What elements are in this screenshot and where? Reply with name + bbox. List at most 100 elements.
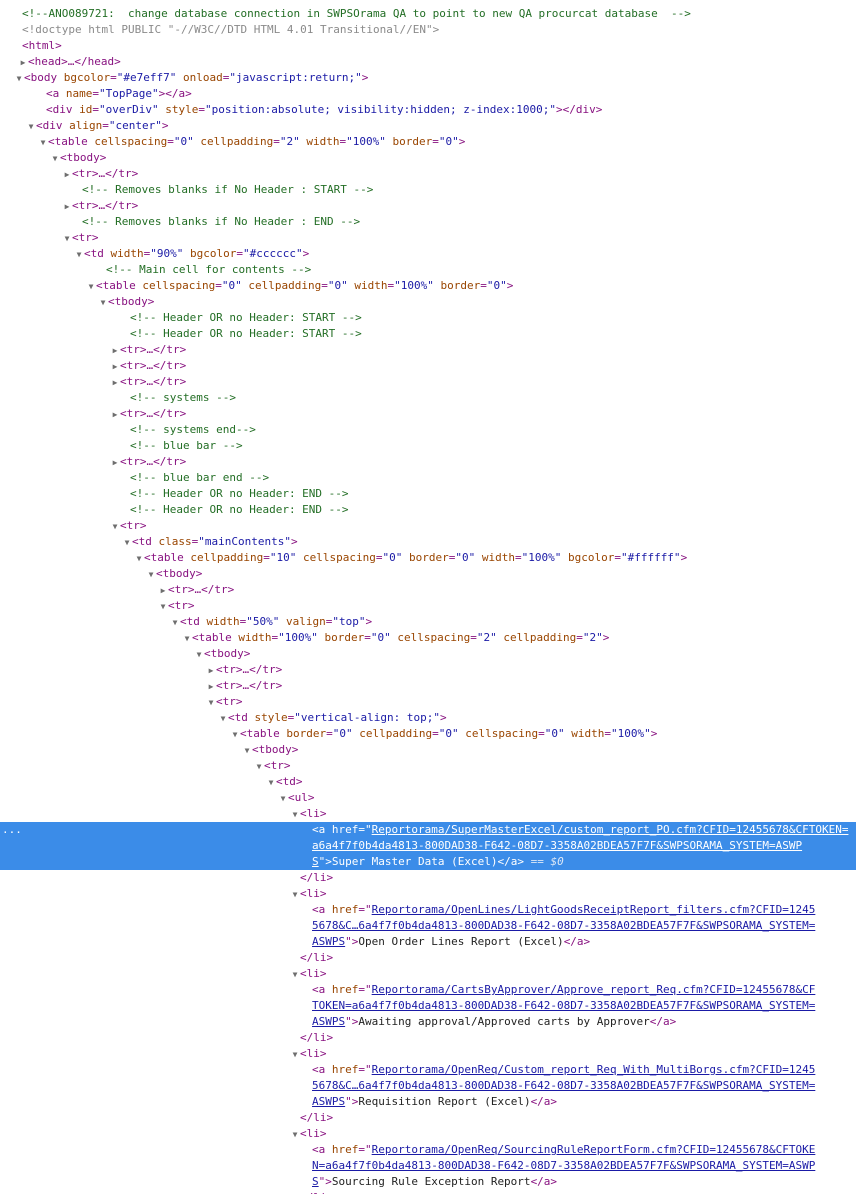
triangle-down-icon[interactable]: ▼: [232, 730, 238, 739]
dom-node-row[interactable]: <a name="TopPage"></a>: [46, 87, 192, 100]
dom-node-row[interactable]: ▼<tr>: [0, 518, 856, 534]
dom-node-row[interactable]: <!-- Main cell for contents -->: [0, 262, 856, 278]
triangle-down-icon[interactable]: ▼: [208, 698, 214, 707]
triangle-down-icon[interactable]: ▼: [292, 1130, 298, 1139]
dom-node-row[interactable]: ▼<td style="vertical-align: top;">: [0, 710, 856, 726]
dom-node-row[interactable]: <a href="Reportorama/OpenLines/LightGood…: [0, 902, 856, 950]
dom-node-row[interactable]: ▼<li>: [0, 1046, 856, 1062]
triangle-down-icon[interactable]: ▼: [268, 778, 274, 787]
dom-node-row[interactable]: ▼<li>: [0, 966, 856, 982]
dom-node-row[interactable]: <!-- systems -->: [0, 390, 856, 406]
dom-node-row[interactable]: <!-- Removes blanks if No Header : END -…: [0, 214, 856, 230]
dom-node-row[interactable]: ▼<td class="mainContents">: [0, 534, 856, 550]
triangle-right-icon[interactable]: ▶: [112, 378, 118, 387]
dom-node-row[interactable]: <!-- Header OR no Header: START -->: [0, 326, 856, 342]
dom-node-row[interactable]: ▼<td width="90%" bgcolor="#cccccc">: [0, 246, 856, 262]
dom-node-row[interactable]: ▼<div align="center">: [0, 118, 856, 134]
triangle-down-icon[interactable]: ▼: [148, 570, 154, 579]
triangle-right-icon[interactable]: ▶: [112, 410, 118, 419]
dom-node-row[interactable]: <a href="Reportorama/CartsByApprover/App…: [0, 982, 856, 1030]
triangle-down-icon[interactable]: ▼: [280, 794, 286, 803]
dom-node-row[interactable]: ▼<td width="50%" valign="top">: [0, 614, 856, 630]
dom-node-row[interactable]: ▼<li>: [0, 806, 856, 822]
triangle-right-icon[interactable]: ▶: [208, 666, 214, 675]
triangle-down-icon[interactable]: ▼: [184, 634, 190, 643]
triangle-down-icon[interactable]: ▼: [292, 890, 298, 899]
dom-node-row[interactable]: <div id="overDiv" style="position:absolu…: [46, 103, 603, 116]
dom-node-row[interactable]: <a href="Reportorama/OpenReq/SourcingRul…: [0, 1142, 856, 1190]
dom-node-row[interactable]: ▼<tbody>: [0, 294, 856, 310]
triangle-down-icon[interactable]: ▼: [76, 250, 82, 259]
dom-node-row[interactable]: <html>: [0, 38, 856, 54]
triangle-down-icon[interactable]: ▼: [196, 650, 202, 659]
dom-node-row[interactable]: ▼<tr>: [0, 758, 856, 774]
triangle-down-icon[interactable]: ▼: [244, 746, 250, 755]
triangle-down-icon[interactable]: ▼: [136, 554, 142, 563]
dom-node-row[interactable]: ▼<table cellspacing="0" cellpadding="0" …: [0, 278, 856, 294]
triangle-down-icon[interactable]: ▼: [100, 298, 106, 307]
dom-node-row[interactable]: ▼<table border="0" cellpadding="0" cells…: [0, 726, 856, 742]
triangle-down-icon[interactable]: ▼: [256, 762, 262, 771]
dom-node-row[interactable]: ▶<tr>…</tr>: [0, 374, 856, 390]
triangle-right-icon[interactable]: ▶: [20, 58, 26, 67]
triangle-down-icon[interactable]: ▼: [292, 1050, 298, 1059]
triangle-down-icon[interactable]: ▼: [64, 234, 70, 243]
dom-node-row[interactable]: ▶<tr>…</tr>: [0, 454, 856, 470]
dom-node-row[interactable]: <!-- blue bar -->: [0, 438, 856, 454]
dom-node-row[interactable]: <!--ANO089721: change database connectio…: [0, 6, 856, 22]
dom-node-row[interactable]: <a href="Reportorama/OpenReq/Custom_repo…: [0, 1062, 856, 1110]
triangle-right-icon[interactable]: ▶: [112, 362, 118, 371]
dom-node-row[interactable]: ▼<td>: [0, 774, 856, 790]
triangle-down-icon[interactable]: ▼: [28, 122, 34, 131]
dom-node-row[interactable]: <!-- systems end-->: [0, 422, 856, 438]
triangle-right-icon[interactable]: ▶: [208, 682, 214, 691]
triangle-down-icon[interactable]: ▼: [220, 714, 226, 723]
dom-node-row[interactable]: <!-- Header OR no Header: END -->: [0, 486, 856, 502]
dom-node-row[interactable]: <!-- Header OR no Header: END -->: [0, 502, 856, 518]
dom-node-row[interactable]: ▼<li>: [0, 886, 856, 902]
dom-node-row[interactable]: ▼<tbody>: [0, 566, 856, 582]
triangle-down-icon[interactable]: ▼: [292, 810, 298, 819]
triangle-right-icon[interactable]: ▶: [112, 346, 118, 355]
triangle-down-icon[interactable]: ▼: [40, 138, 46, 147]
dom-node-row[interactable]: ▼<ul>: [0, 790, 856, 806]
triangle-down-icon[interactable]: ▼: [52, 154, 58, 163]
dom-node-row[interactable]: ▼<tr>: [0, 694, 856, 710]
dom-node-row[interactable]: ▼<tbody>: [0, 646, 856, 662]
href-link[interactable]: Reportorama/CartsByApprover/Approve_repo…: [312, 983, 816, 1028]
triangle-right-icon[interactable]: ▶: [160, 586, 166, 595]
dom-node-row[interactable]: ▼<tr>: [0, 230, 856, 246]
dom-node-row[interactable]: <!-- Removes blanks if No Header : START…: [0, 182, 856, 198]
dom-node-row[interactable]: ▶<tr>…</tr>: [0, 678, 856, 694]
triangle-down-icon[interactable]: ▼: [16, 74, 22, 83]
href-link[interactable]: Reportorama/OpenReq/Custom_report_Req_Wi…: [312, 1063, 816, 1108]
dom-node-row[interactable]: ▼<li>: [0, 1126, 856, 1142]
dom-node-row[interactable]: <!-- blue bar end -->: [0, 470, 856, 486]
href-link[interactable]: Reportorama/OpenReq/SourcingRuleReportFo…: [312, 1143, 816, 1188]
dom-node-row[interactable]: ▼<table cellpadding="10" cellspacing="0"…: [0, 550, 856, 566]
dom-node-row[interactable]: ▼<tr>: [0, 598, 856, 614]
dom-node-row[interactable]: ▶<tr>…</tr>: [0, 582, 856, 598]
dom-node-row[interactable]: ▶<tr>…</tr>: [0, 198, 856, 214]
dom-node-row[interactable]: <!-- Header OR no Header: START -->: [0, 310, 856, 326]
triangle-down-icon[interactable]: ▼: [292, 970, 298, 979]
href-link[interactable]: Reportorama/OpenLines/LightGoodsReceiptR…: [312, 903, 816, 948]
triangle-right-icon[interactable]: ▶: [64, 202, 70, 211]
triangle-down-icon[interactable]: ▼: [160, 602, 166, 611]
dom-node-row[interactable]: ▶<tr>…</tr>: [0, 358, 856, 374]
triangle-down-icon[interactable]: ▼: [88, 282, 94, 291]
triangle-down-icon[interactable]: ▼: [124, 538, 130, 547]
dom-node-row[interactable]: ▼<tbody>: [0, 742, 856, 758]
dom-node-row[interactable]: ▶<tr>…</tr>: [0, 406, 856, 422]
selected-dom-node[interactable]: ...<a href="Reportorama/SuperMasterExcel…: [0, 822, 856, 870]
href-link[interactable]: Reportorama/SuperMasterExcel/custom_repo…: [312, 823, 849, 868]
dom-node-row[interactable]: ▶<tr>…</tr>: [0, 166, 856, 182]
dom-node-row[interactable]: ▶<head>…</head>: [0, 54, 856, 70]
dom-node-row[interactable]: ▶<tr>…</tr>: [0, 342, 856, 358]
dom-node-row[interactable]: ▼<body bgcolor="#e7eff7" onload="javascr…: [0, 70, 856, 86]
dom-node-row[interactable]: ▼<table width="100%" border="0" cellspac…: [0, 630, 856, 646]
dom-node-row[interactable]: ▼<table cellspacing="0" cellpadding="2" …: [0, 134, 856, 150]
triangle-right-icon[interactable]: ▶: [64, 170, 70, 179]
triangle-down-icon[interactable]: ▼: [172, 618, 178, 627]
triangle-right-icon[interactable]: ▶: [112, 458, 118, 467]
